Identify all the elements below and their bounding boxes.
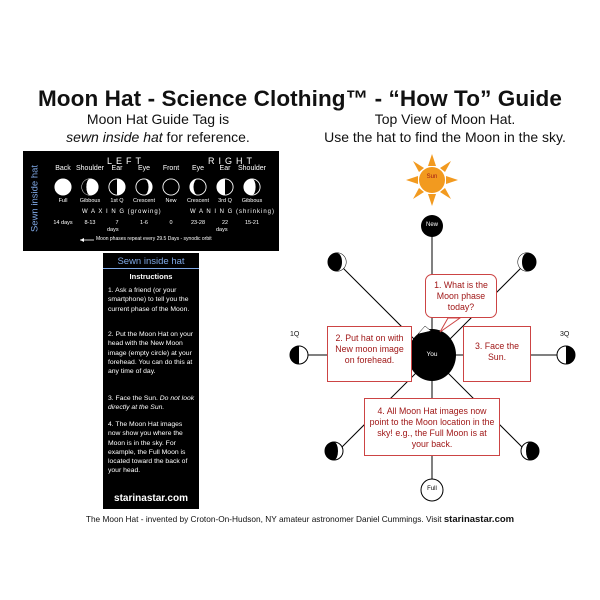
tag-phase-label: New (165, 198, 177, 204)
diagram-subtitle-line2: Use the hat to find the Moon in the sky. (324, 129, 566, 145)
instruction-step-4: 4. The Moon Hat images now show you wher… (108, 421, 188, 475)
tag-subtitle-emphasis: sewn inside hat (66, 129, 163, 145)
card-subheader: Instructions (129, 272, 173, 281)
tag-position-label: Front (162, 165, 180, 172)
tag-phase-label: Gibbous (241, 198, 263, 204)
card-header: Sewn inside hat (117, 256, 185, 267)
tag-position-label: Ear (111, 165, 123, 172)
footer-text: The Moon Hat - invented by Croton-On-Hud… (85, 514, 444, 524)
tag-phase-label: Crescent (186, 198, 209, 204)
repeat-note: Moon phases repeat every 29.5 Days - syn… (96, 236, 212, 242)
tag-right-label: RIGHT (208, 156, 256, 166)
sun-label: Sun (426, 174, 438, 180)
tag-subtitle-line2: sewn inside hat for reference. (22, 128, 294, 146)
waxing-crescent-moon-icon (135, 178, 153, 196)
tag-days-label: 14 days (53, 220, 73, 226)
tag-days-label: 7 (115, 220, 119, 226)
footer: The Moon Hat - invented by Croton-On-Hud… (0, 514, 600, 525)
instruction-step-2: 2. Put the Moon Hat on your head with th… (108, 331, 194, 376)
tag-position-label: Shoulder (237, 165, 267, 172)
tag-days-label: 0 (169, 220, 173, 226)
waning-crescent-moon-icon (189, 178, 207, 196)
instructions-card (103, 253, 199, 509)
tag-subtitle-line1: Moon Hat Guide Tag is (86, 111, 230, 127)
tag-days-label: 8-13 (84, 220, 96, 226)
new-moon-icon (162, 178, 180, 196)
card-divider (103, 268, 199, 269)
waning-gibbous-moon-icon (243, 178, 261, 196)
you-label: You (426, 351, 438, 358)
callout-step-2: 2. Put hat on with New moon image on for… (327, 326, 412, 382)
tag-days-label: 15-21 (244, 220, 260, 226)
waxing-label: W A X I N G (growing) (82, 209, 162, 215)
tag-phase-label: 1st Q (110, 198, 124, 204)
tag-phase-label: Crescent (132, 198, 155, 204)
instruction-step-3: 3. Face the Sun. Do not look directly at… (108, 394, 196, 413)
sun-icon (406, 154, 458, 206)
tag-days-label: 23-28 (190, 220, 206, 226)
tag-phase-label: Full (58, 198, 68, 204)
page-title: Moon Hat - Science Clothing™ - “How To” … (37, 86, 563, 111)
waning-label: W A N I N G (shrinking) (190, 209, 276, 215)
waxing-gibbous-moon-icon (81, 178, 99, 196)
diagram-subtitle-line1: Top View of Moon Hat. (374, 111, 516, 127)
tag-days-label: 1-6 (140, 220, 148, 226)
repeat-arrow (80, 238, 94, 242)
tag-position-label: Ear (219, 165, 231, 172)
tag-position-label: Eye (191, 165, 205, 172)
tag-phase-label: 3rd Q (218, 198, 232, 204)
tag-days-label: 22 (221, 220, 229, 226)
tag-position-label: Eye (137, 165, 151, 172)
step-3-warning: Do not look directly at the Sun. (108, 395, 195, 412)
tag-subtitle-rest: for reference. (162, 129, 250, 145)
instruction-step-1: 1. Ask a friend (or your smartphone) to … (108, 287, 190, 313)
first-quarter-moon-icon (108, 178, 126, 196)
full-moon-label: Full (427, 486, 437, 492)
first-quarter-label: 1Q (290, 331, 300, 338)
new-moon-label: New (425, 222, 438, 228)
tag-position-label: Shoulder (75, 165, 105, 172)
footer-link[interactable]: starinastar.com (443, 514, 515, 525)
tag-phase-label: Gibbous (79, 198, 101, 204)
full-moon-icon (54, 178, 72, 196)
step-3-text: 3. Face the Sun. (108, 395, 160, 402)
tag-days-unit: days (216, 227, 228, 233)
card-website: starinastar.com (114, 493, 188, 504)
guide-tag (23, 151, 279, 251)
tag-position-label: Back (55, 165, 71, 172)
callout-step-3: 3. Face the Sun. (463, 326, 531, 382)
callout-step-4: 4. All Moon Hat images now point to the … (364, 398, 500, 456)
third-quarter-moon-icon (216, 178, 234, 196)
tag-subtitle: Moon Hat Guide Tag is sewn inside hat fo… (22, 110, 294, 146)
tag-left-label: LEFT (107, 156, 146, 166)
third-quarter-label: 3Q (560, 331, 570, 338)
diagram-moons (289, 252, 576, 461)
callout-step-1: 1. What is the Moon phase today? (425, 274, 497, 318)
diagram-subtitle: Top View of Moon Hat. Use the hat to fin… (300, 110, 590, 146)
tag-days-unit: days (107, 227, 119, 233)
